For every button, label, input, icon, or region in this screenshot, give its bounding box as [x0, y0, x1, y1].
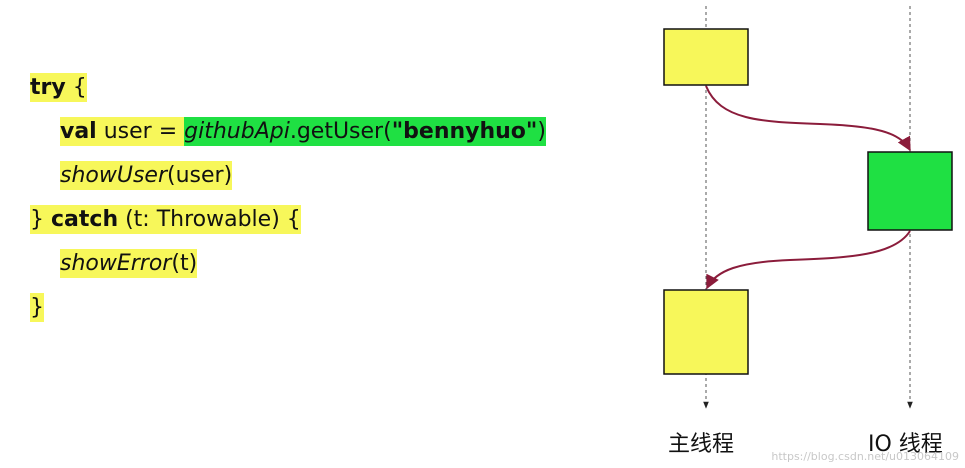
code-line-catch: } catch (t: Throwable) { [30, 198, 546, 242]
code-line-close: } [30, 286, 546, 330]
io-block [867, 151, 953, 231]
show-user-args: (user) [167, 163, 233, 188]
switch-to-main-arrow [706, 230, 911, 290]
code-snippet: try { val user = githubApi.getUser("benn… [30, 66, 546, 330]
string-literal: "bennyhuo" [391, 119, 538, 144]
show-error-highlight: showError(t) [60, 249, 198, 278]
show-user-highlight: showUser(user) [60, 161, 233, 190]
show-user-fn: showUser [60, 163, 168, 188]
try-brace: { [65, 75, 87, 100]
github-api-name: githubApi [184, 119, 290, 144]
close-highlight: } [30, 293, 44, 322]
main-block-top [663, 28, 749, 86]
catch-open-brace: } [30, 207, 51, 232]
get-user-call: .getUser( [289, 119, 392, 144]
code-line-show-user: showUser(user) [30, 154, 546, 198]
main-block-bottom [663, 289, 749, 375]
main-thread-label: 主线程 [668, 432, 735, 457]
code-line-val: val user = githubApi.getUser("bennyhuo") [30, 110, 546, 154]
keyword-catch: catch [51, 207, 119, 232]
show-error-fn: showError [60, 251, 172, 276]
switch-to-io-arrow [705, 85, 911, 152]
keyword-val: val [60, 119, 97, 144]
catch-highlight: } catch (t: Throwable) { [30, 205, 301, 234]
keyword-try: try [30, 75, 66, 100]
watermark: https://blog.csdn.net/u013064109 [771, 450, 959, 463]
close-paren: ) [537, 119, 546, 144]
code-line-try: try { [30, 66, 546, 110]
closing-brace: } [30, 295, 44, 320]
show-error-args: (t) [171, 251, 198, 276]
val-highlight: val user = [60, 117, 185, 146]
io-thread-label: IO 线程 [868, 432, 943, 457]
code-line-show-error: showError(t) [30, 242, 546, 286]
try-highlight: try { [30, 73, 87, 102]
catch-params: (t: Throwable) { [118, 207, 301, 232]
var-user: user = [96, 119, 185, 144]
api-call-highlight: githubApi.getUser("bennyhuo") [184, 117, 546, 146]
